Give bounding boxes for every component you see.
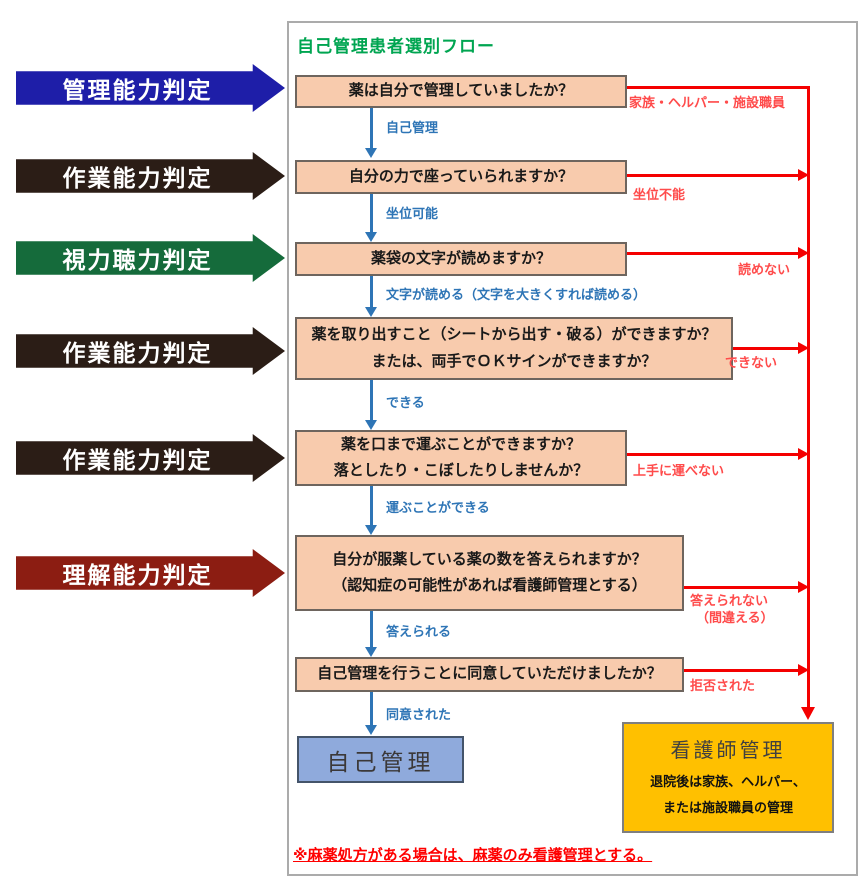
no-label-line: （間違える）	[696, 610, 774, 625]
reject-line	[627, 174, 799, 177]
judgement-arrow-label: 作業能力判定	[62, 447, 213, 473]
question-text: 薬袋の文字が読めますか？	[370, 249, 551, 267]
question-box-medication-self-managed: 薬は自分で管理していましたか？	[295, 75, 627, 108]
outcome-nurse-management-box: 看護師管理 退院後は家族、ヘルパー、 または施設職員の管理	[622, 722, 834, 833]
down-arrow-head	[365, 725, 377, 735]
reject-arrow-head	[798, 448, 809, 460]
down-arrow-line	[370, 194, 373, 232]
judgement-arrow-work-1: 作業能力判定	[16, 152, 285, 200]
judgement-arrow-label: 作業能力判定	[62, 340, 213, 366]
yes-label: 同意された	[386, 707, 452, 722]
reject-arrow-head	[798, 664, 809, 676]
question-text: 薬は自分で管理していましたか？	[348, 82, 574, 100]
yes-label: できる	[386, 395, 425, 410]
question-text: 薬を取り出すこと（シートから出す・破る）ができますか？	[311, 326, 717, 344]
question-box-can-sit: 自分の力で座っていられますか？	[295, 160, 627, 194]
yes-label: 運ぶことができる	[386, 500, 490, 515]
no-label: 家族・ヘルパー・施設職員	[629, 95, 786, 110]
question-text: 自分が服薬している薬の数を答えられますか？	[332, 550, 647, 568]
reject-line	[627, 453, 799, 456]
outcome-label: 自己管理	[326, 748, 435, 775]
no-label: 答えられない （間違える）	[690, 592, 774, 626]
question-text: 自分の力で座っていられますか？	[348, 167, 574, 185]
reject-line	[627, 86, 810, 89]
outcome-label: 看護師管理	[670, 740, 786, 762]
outcome-detail-line: または施設職員の管理	[662, 800, 793, 815]
question-box-can-carry-to-mouth: 薬を口まで運ぶことができますか？ 落としたり・こぼしたりしませんか？	[295, 430, 627, 486]
down-arrow-head	[365, 232, 377, 242]
no-label: できない	[725, 355, 778, 370]
yes-label: 坐位可能	[386, 206, 439, 221]
down-arrow-head	[365, 525, 377, 535]
reject-trunk-arrow-head	[801, 707, 815, 720]
down-arrow-head	[365, 307, 377, 317]
no-label-line: 答えられない	[690, 593, 769, 608]
question-box-can-read: 薬袋の文字が読めますか？	[295, 242, 627, 276]
flowchart-title: 自己管理患者選別フロー	[297, 37, 495, 56]
yes-label: 答えられる	[386, 624, 452, 639]
reject-line	[684, 669, 799, 672]
narcotics-footnote: ※麻薬処方がある場合は、麻薬のみ看護管理とする。	[293, 847, 653, 864]
outcome-detail: 退院後は家族、ヘルパー、 または施設職員の管理	[650, 769, 806, 821]
reject-arrow-head	[798, 169, 809, 181]
question-box-can-extract-pills: 薬を取り出すこと（シートから出す・破る）ができますか？ または、両手でＯＫサイン…	[295, 317, 733, 380]
judgement-arrow-label: 作業能力判定	[62, 165, 213, 191]
question-text: 薬を口まで運ぶことができますか？	[340, 435, 581, 453]
down-arrow-line	[370, 692, 373, 725]
judgement-arrow-label: 理解能力判定	[62, 562, 213, 588]
no-label: 読めない	[738, 262, 791, 277]
down-arrow-line	[370, 108, 373, 148]
down-arrow-line	[370, 380, 373, 420]
down-arrow-head	[365, 647, 377, 657]
judgement-arrow-management: 管理能力判定	[16, 64, 285, 112]
judgement-arrow-label: 管理能力判定	[62, 77, 213, 103]
no-label: 上手に運べない	[633, 463, 725, 478]
no-label: 拒否された	[690, 678, 756, 693]
question-text: （認知症の可能性があれば看護師管理とする）	[332, 577, 647, 594]
reject-line	[733, 347, 799, 350]
judgement-arrow-work-3: 作業能力判定	[16, 434, 285, 482]
question-text: または、両手でＯＫサインができますか？	[371, 352, 657, 370]
reject-trunk-line	[807, 86, 810, 708]
yes-label: 文字が読める（文字を大きくすれば読める）	[386, 287, 647, 302]
yes-label: 自己管理	[386, 120, 439, 135]
down-arrow-line	[370, 611, 373, 647]
reject-arrow-head	[798, 342, 809, 354]
question-text: 落としたり・こぼしたりしませんか？	[333, 462, 589, 479]
reject-arrow-head	[798, 247, 809, 259]
down-arrow-line	[370, 276, 373, 307]
outcome-detail-line: 退院後は家族、ヘルパー、	[650, 774, 806, 789]
judgement-arrow-vision-hearing: 視力聴力判定	[16, 234, 285, 282]
reject-line	[627, 252, 799, 255]
down-arrow-head	[365, 420, 377, 430]
question-text: 自己管理を行うことに同意していただけましたか？	[317, 665, 662, 683]
reject-line	[684, 586, 799, 589]
down-arrow-line	[370, 486, 373, 525]
question-box-consent: 自己管理を行うことに同意していただけましたか？	[295, 657, 684, 692]
judgement-arrow-work-2: 作業能力判定	[16, 327, 285, 375]
judgement-arrow-comprehension: 理解能力判定	[16, 549, 285, 597]
judgement-arrow-label: 視力聴力判定	[62, 247, 213, 273]
reject-arrow-head	[798, 581, 809, 593]
down-arrow-head	[365, 148, 377, 158]
outcome-self-management-box: 自己管理	[297, 736, 464, 783]
no-label: 坐位不能	[633, 187, 686, 202]
question-box-knows-pill-count: 自分が服薬している薬の数を答えられますか？ （認知症の可能性があれば看護師管理と…	[295, 535, 684, 611]
